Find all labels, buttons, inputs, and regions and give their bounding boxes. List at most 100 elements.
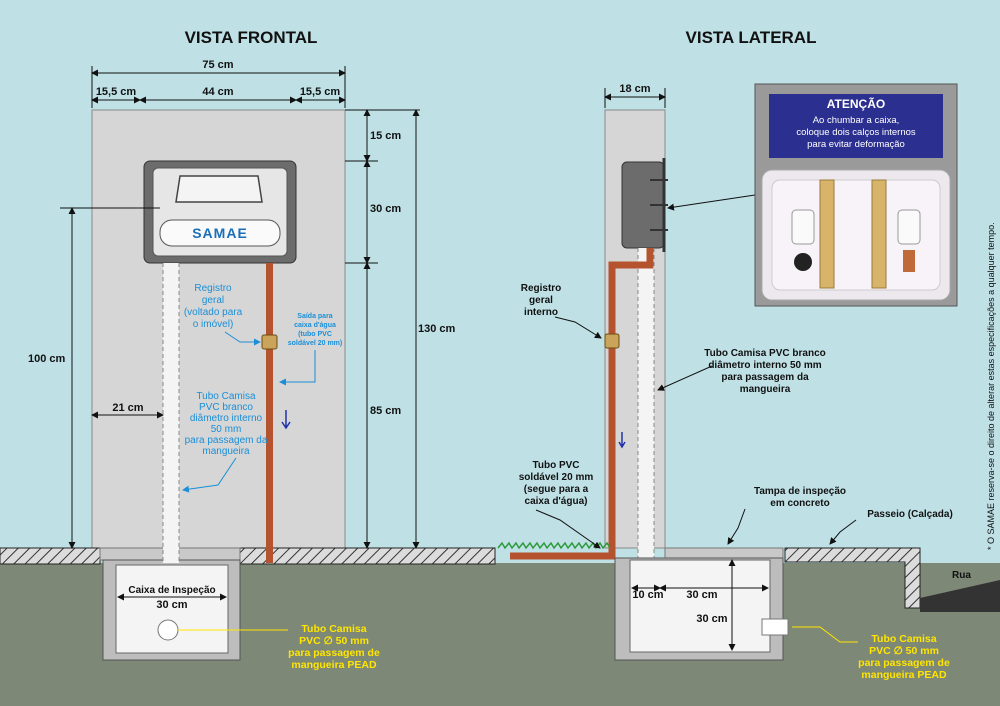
attention-line-1: Ao chumbar a caixa,	[813, 115, 900, 126]
side-registro-line-2: geral	[529, 295, 553, 306]
disclaimer: * O SAMAE reserva-se o direito de altera…	[986, 222, 996, 550]
side-width-label: 18 cm	[619, 83, 650, 95]
box-to-photo-leader	[667, 194, 756, 211]
tampa-leader	[727, 508, 746, 545]
rua-label: Rua	[952, 570, 971, 581]
calco-right	[871, 179, 887, 289]
front-box-height-label: 30 cm	[370, 203, 401, 215]
side-tubo-line-4: mangueira	[740, 384, 791, 395]
side-pead-leader	[792, 626, 858, 643]
side-tubo-camisa-callout: Tubo Camisa PVC branco diâmetro interno …	[657, 348, 826, 395]
calco-left	[819, 179, 835, 289]
registro-line-3: (voltado para	[184, 307, 243, 318]
attention-line-3: para evitar deformação	[807, 139, 905, 150]
front-pead-hole	[157, 619, 179, 641]
tubo-line-1: Tubo Camisa	[196, 391, 256, 402]
tubo-pvc-line-3: (segue para a	[524, 484, 589, 495]
front-center-label: 44 cm	[202, 86, 233, 98]
photo-valve-right-nipple	[903, 250, 915, 272]
side-registro-leader	[554, 316, 602, 339]
saida-line-4: soldável 20 mm)	[288, 340, 342, 347]
front-top-label: 15 cm	[370, 130, 401, 142]
front-registro-callout: Registro geral (voltado para o imóvel)	[184, 283, 261, 346]
front-registro-height-label: 100 cm	[28, 353, 66, 365]
front-total-height-label: 130 cm	[418, 323, 456, 335]
inspecao-width-label: 30 cm	[156, 599, 187, 611]
front-left-margin-label: 15,5 cm	[96, 86, 137, 98]
tubo-pvc-line-4: caixa d'água)	[525, 496, 588, 507]
side-pead-line-2: PVC ∅ 50 mm	[869, 645, 939, 657]
tubo-line-3: diâmetro interno	[190, 413, 263, 424]
tubo-line-6: mangueira	[202, 446, 250, 457]
tampa-line-2: em concreto	[770, 498, 829, 509]
front-sleeve-tube	[163, 263, 179, 563]
front-pvc-pipe	[266, 263, 273, 563]
front-pead-line-3: para passagem de	[288, 647, 380, 659]
photo-valve-right	[897, 209, 921, 245]
meter-logo-plate	[159, 219, 281, 247]
tubo-pvc-leader	[535, 509, 601, 549]
tubo-line-5: para passagem da	[185, 435, 268, 446]
side-boxh-label: 30 cm	[696, 613, 727, 625]
side-pead-line-1: Tubo Camisa	[871, 633, 936, 645]
registro-line-1: Registro	[194, 283, 232, 294]
tampa-callout: Tampa de inspeção em concreto	[727, 486, 846, 545]
side-tubo-leader	[657, 365, 713, 391]
side-flow-arrow	[618, 432, 626, 449]
passeio	[784, 547, 921, 609]
tubo-pvc-line-1: Tubo PVC	[532, 460, 579, 471]
side-pead-callout: Tubo Camisa PVC ∅ 50 mm para passagem de…	[858, 633, 950, 681]
side-valve	[604, 333, 620, 349]
tubo-pvc-line-2: soldável 20 mm	[519, 472, 594, 483]
passeio-leader	[829, 519, 857, 545]
photo-valve-left-knob	[794, 253, 812, 271]
registro-line-2: geral	[202, 295, 224, 306]
side-registro-callout: Registro geral interno	[521, 283, 602, 339]
side-pvc-pipe	[510, 248, 654, 560]
side-inspection-inner	[629, 559, 771, 653]
front-ground-left	[0, 547, 101, 565]
front-pead-line-1: Tubo Camisa	[301, 623, 366, 635]
meter-window	[175, 175, 263, 203]
side-view-title: VISTA LATERAL	[686, 28, 817, 47]
side-sleeve-tube	[638, 248, 654, 558]
front-ground-right	[239, 547, 496, 565]
side-registro-line-3: interno	[524, 307, 558, 318]
photo-valve-left	[791, 209, 815, 245]
front-total-width-label: 75 cm	[202, 59, 233, 71]
front-tube-offset-label: 21 cm	[112, 402, 143, 414]
side-registro-line-1: Registro	[521, 283, 562, 294]
passeio-label: Passeio (Calçada)	[867, 509, 953, 520]
front-lower-label: 85 cm	[370, 405, 401, 417]
front-tubo-camisa-callout: Tubo Camisa PVC branco diâmetro interno …	[182, 391, 268, 493]
registro-leader	[224, 331, 261, 346]
saida-line-3: (tubo PVC	[298, 331, 332, 338]
tubo-line-4: 50 mm	[211, 424, 242, 435]
registro-line-4: o imóvel)	[193, 319, 234, 330]
front-view-title: VISTA FRONTAL	[185, 28, 318, 47]
attention-title: ATENÇÃO	[827, 96, 885, 111]
passeio-callout: Passeio (Calçada)	[829, 509, 953, 545]
grass	[497, 541, 611, 550]
front-valve	[261, 334, 278, 350]
side-offset-label: 10 cm	[632, 589, 663, 601]
attention-line-2: coloque dois calços internos	[796, 127, 916, 138]
attention-banner	[769, 94, 943, 158]
front-pead-callout: Tubo Camisa PVC ∅ 50 mm para passagem de…	[288, 623, 380, 671]
side-pead-line-4: mangueira PEAD	[861, 669, 947, 681]
photo-box-interior	[771, 179, 941, 291]
side-tubo-line-2: diâmetro interno 50 mm	[708, 360, 821, 371]
saida-line-1: Saída para	[297, 313, 333, 320]
front-pead-line-4: mangueira PEAD	[291, 659, 377, 671]
saida-leader	[279, 350, 316, 386]
tubo-line-2: PVC branco	[199, 402, 253, 413]
front-right-margin-label: 15,5 cm	[300, 86, 341, 98]
rua	[920, 580, 1000, 612]
side-pead-line-3: para passagem de	[858, 657, 950, 669]
side-pead-sleeve	[761, 618, 789, 636]
caixa-inspecao-label: Caixa de Inspeção	[128, 585, 215, 596]
side-tampa	[664, 547, 784, 559]
front-saida-callout: Saída para caixa d'água (tubo PVC soldáv…	[279, 313, 342, 386]
